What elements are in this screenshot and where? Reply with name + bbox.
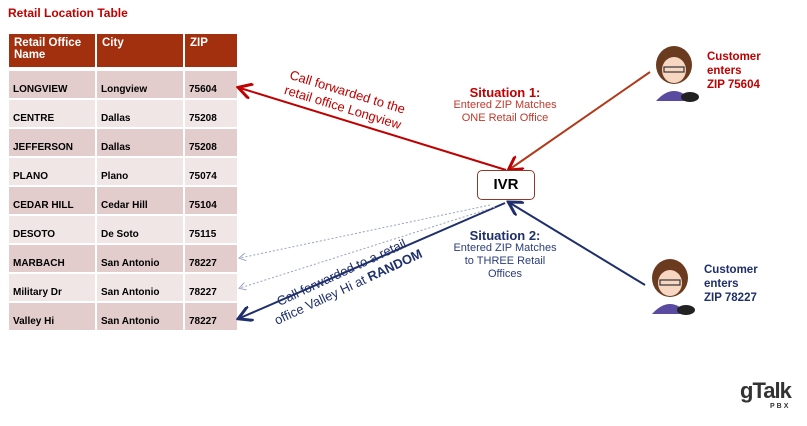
cell-city: San Antonio [97, 274, 183, 301]
cell-zip: 78227 [185, 245, 237, 272]
ivr-box: IVR [477, 170, 535, 200]
forward-text-1: Call forwarded to the retail office Long… [283, 67, 407, 132]
forward-text-2: Call forwarded to a retail office Valley… [272, 236, 425, 328]
gtalk-logo: gTalk PBX [740, 378, 792, 410]
cell-zip: 75208 [185, 129, 237, 156]
cell-city: Cedar Hill [97, 187, 183, 214]
table-title: Retail Location Table [8, 6, 128, 20]
cell-zip: 75074 [185, 158, 237, 185]
cell-city: Dallas [97, 100, 183, 127]
situation2-label: Situation 2: Entered ZIP Matches to THRE… [453, 228, 557, 280]
cell-name: CEDAR HILL [9, 187, 95, 214]
arrow-ivr-to-valleyhi [240, 202, 506, 318]
cell-city: San Antonio [97, 245, 183, 272]
cell-name: Valley Hi [9, 303, 95, 330]
cell-zip: 78227 [185, 274, 237, 301]
cell-city: San Antonio [97, 303, 183, 330]
cell-name: LONGVIEW [9, 71, 95, 98]
arrow-ivr-to-marbach [240, 204, 491, 258]
cell-name: DESOTO [9, 216, 95, 243]
cell-zip: 75104 [185, 187, 237, 214]
header-city: City [97, 34, 183, 67]
cell-city: De Soto [97, 216, 183, 243]
header-name: Retail Office Name [9, 34, 95, 67]
customer-avatar-1 [656, 46, 699, 102]
arrow-ivr-to-military [240, 206, 496, 288]
arrow-customer1-to-ivr [510, 71, 651, 169]
situation1-label: Situation 1: Entered ZIP Matches ONE Ret… [453, 85, 557, 124]
customer-avatar-2 [652, 259, 695, 315]
cell-zip: 78227 [185, 303, 237, 330]
cell-zip: 75115 [185, 216, 237, 243]
cell-name: Military Dr [9, 274, 95, 301]
cell-zip: 75604 [185, 71, 237, 98]
arrow-ivr-to-longview [240, 88, 507, 171]
cell-city: Longview [97, 71, 183, 98]
header-zip: ZIP [185, 34, 237, 67]
cell-name: PLANO [9, 158, 95, 185]
cell-zip: 75208 [185, 100, 237, 127]
arrow-customer2-to-ivr [510, 203, 646, 286]
cell-city: Plano [97, 158, 183, 185]
cell-name: MARBACH [9, 245, 95, 272]
cell-city: Dallas [97, 129, 183, 156]
cell-name: CENTRE [9, 100, 95, 127]
cell-name: JEFFERSON [9, 129, 95, 156]
